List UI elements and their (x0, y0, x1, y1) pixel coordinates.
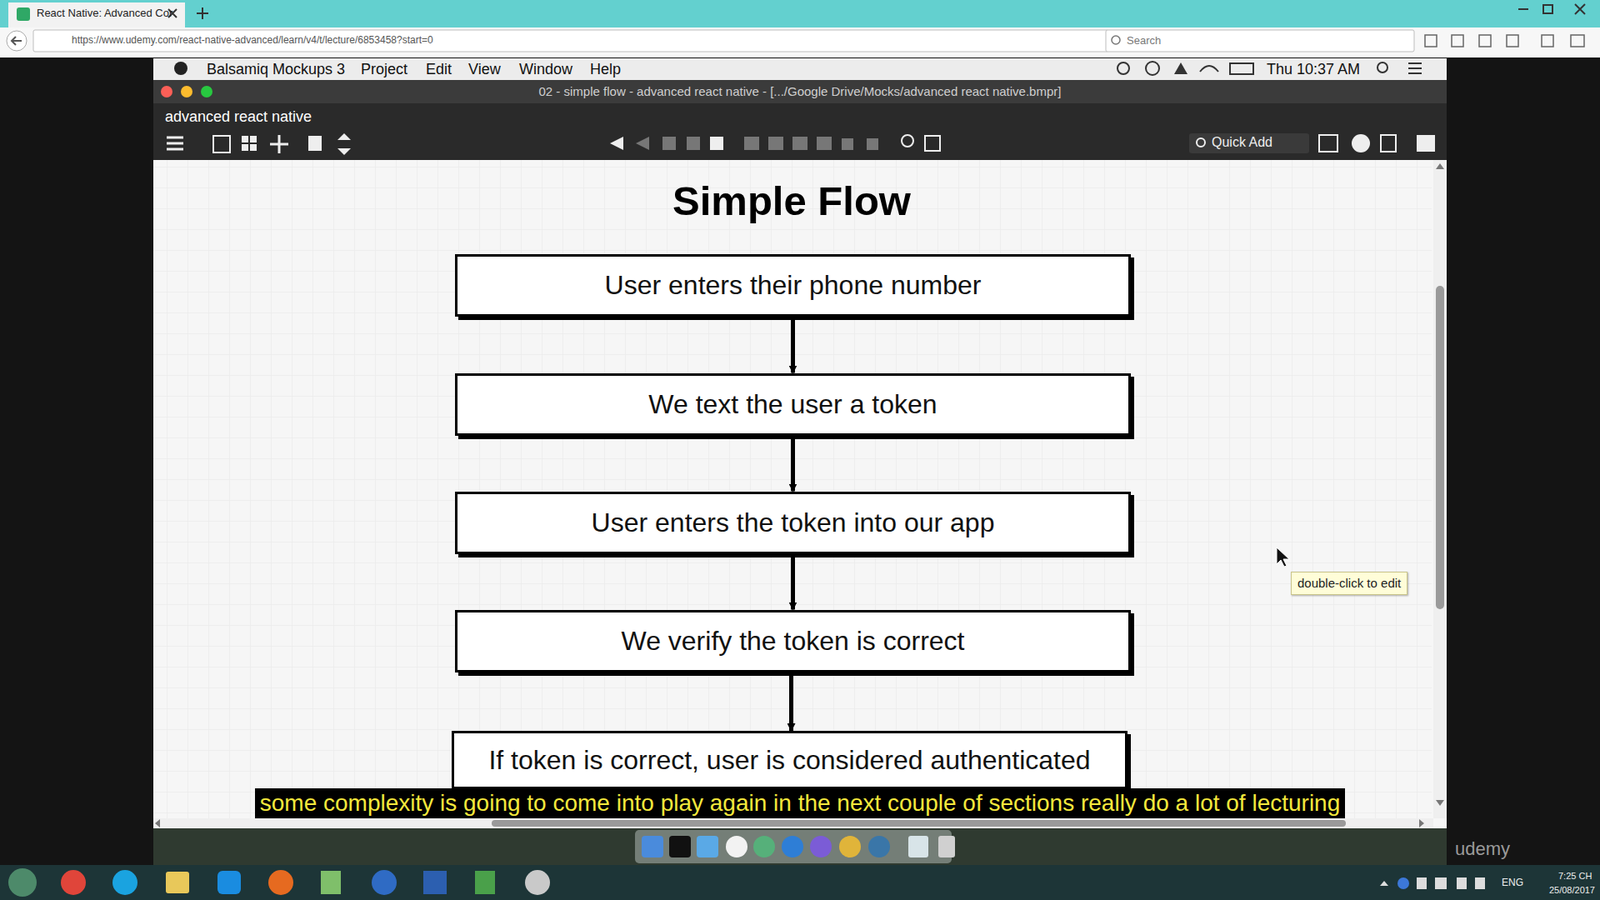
url-text: https://www.udemy.com/react-native-advan… (71, 35, 434, 47)
process-box: We text the user a token (455, 373, 1131, 436)
box-text: User enters the token into our app (578, 507, 1009, 539)
watermark: udemy (1455, 838, 1510, 860)
box-text: User enters their phone number (591, 270, 995, 301)
flow-arrow (790, 320, 795, 374)
menu-item: View (468, 60, 501, 79)
browser-tabbar (0, 0, 1600, 28)
mac-dock (153, 828, 1447, 865)
process-box: User enters the token into our app (455, 491, 1131, 555)
tray-date: 25/08/2017 (1549, 885, 1595, 896)
flow-arrow (789, 675, 794, 732)
tray-time: 7:25 CH (1558, 870, 1592, 882)
tray-language: ENG (1501, 877, 1524, 890)
menu-item: Help (590, 60, 621, 79)
menu-clock: Thu 10:37 AM (1266, 60, 1360, 79)
menu-item: Edit (425, 60, 452, 79)
box-text: If token is correct, user is considered … (475, 745, 1104, 776)
tooltip: double-click to edit (1290, 571, 1408, 595)
box-text: We verify the token is correct (608, 625, 979, 657)
flow-arrow (790, 439, 795, 492)
windows-taskbar (0, 865, 1600, 900)
menu-item: Project (360, 60, 408, 79)
app-window-bars (153, 80, 1447, 160)
browser-tab-title: React Native: Advanced Cor (36, 7, 173, 20)
process-box: We verify the token is correct (455, 610, 1131, 673)
flow-arrow (790, 557, 795, 610)
diagram-title: Simple Flow (672, 177, 911, 225)
menu-item: Window (519, 60, 573, 79)
video-subtitle: some complexity is going to come into pl… (255, 788, 1346, 819)
mac-menubar (153, 58, 1447, 80)
box-text: We text the user a token (635, 389, 950, 420)
search-placeholder: Search (1126, 35, 1161, 48)
browser-addressbar (0, 27, 1600, 58)
canvas-grid (153, 160, 1447, 829)
process-box: If token is correct, user is considered … (451, 730, 1128, 790)
mouse-cursor (1276, 547, 1290, 567)
quick-add-field: Quick Add (1211, 135, 1273, 150)
window-title: 02 - simple flow - advanced react native… (539, 84, 1062, 99)
project-name: advanced react native (165, 108, 312, 126)
app-menu-name: Balsamiq Mockups 3 (206, 60, 345, 79)
process-box: User enters their phone number (455, 254, 1131, 317)
